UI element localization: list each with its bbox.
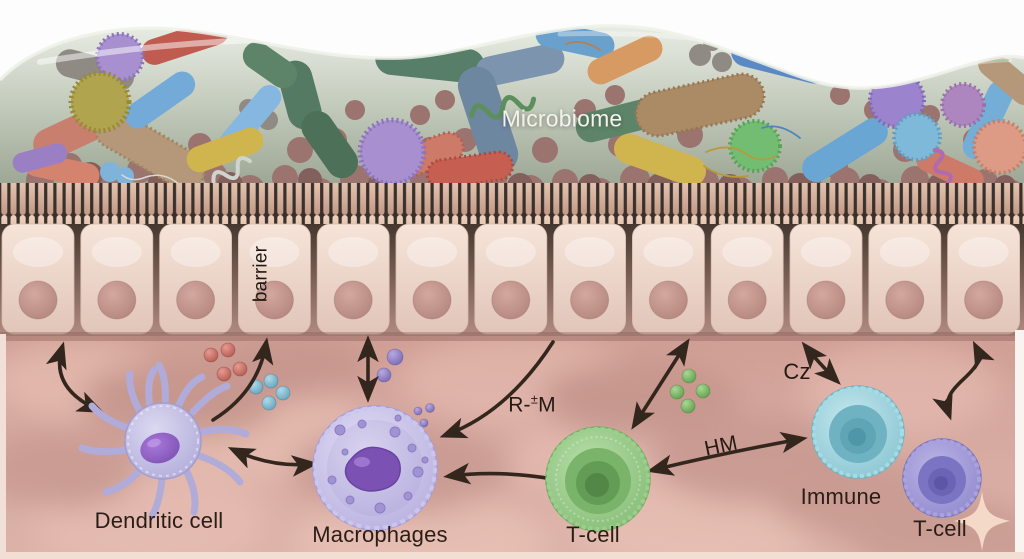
- arrow-rm-to-macrophage: [439, 340, 555, 439]
- cz-label: Cz: [783, 359, 811, 384]
- arrow-barrier-tcell-purple: [932, 340, 995, 421]
- signal-dots-blue: [248, 373, 291, 411]
- dendritic-cell-label: Dendritic cell: [94, 508, 224, 533]
- immune-cell-blue: [811, 385, 905, 479]
- microbiome-label: Microbiome: [501, 105, 623, 132]
- signal-dots-red: [203, 342, 248, 382]
- rm-label-suffix: M: [538, 393, 556, 417]
- arrow-tcell-to-macrophage: [443, 462, 555, 485]
- rm-label-sup: ±: [530, 391, 539, 407]
- barrier-label: barrier: [250, 245, 272, 303]
- macrophages-label: Macrophages: [312, 522, 448, 547]
- rm-label: R-±M: [508, 391, 556, 417]
- arrow-dendritic-macrophage: [227, 447, 319, 477]
- immune-label: Immune: [800, 484, 882, 509]
- microvilli-brush-border: [0, 183, 1024, 226]
- arrow-hm: [646, 431, 808, 476]
- epithelial-barrier: [0, 223, 1024, 341]
- mucus-film-edge: [0, 24, 1024, 90]
- t-cell-green: [545, 426, 651, 532]
- arrow-cz: [801, 341, 841, 385]
- sparkle-icon: [954, 491, 1010, 551]
- arrow-dendritic-to-barrier: [211, 337, 274, 422]
- image-edge-strips: [0, 330, 1024, 559]
- arrow-barrier-tcell: [631, 338, 690, 430]
- t-cell-green-label: T-cell: [566, 522, 620, 547]
- t-cell-purple: [902, 438, 982, 518]
- signal-dots-purple: [376, 348, 435, 428]
- t-cell-purple-label: T-cell: [913, 516, 967, 541]
- dendritic-cell: [78, 361, 250, 520]
- rm-label-prefix: R-: [508, 393, 531, 417]
- interaction-arrows: [45, 335, 995, 485]
- macrophage-cell: [312, 405, 438, 531]
